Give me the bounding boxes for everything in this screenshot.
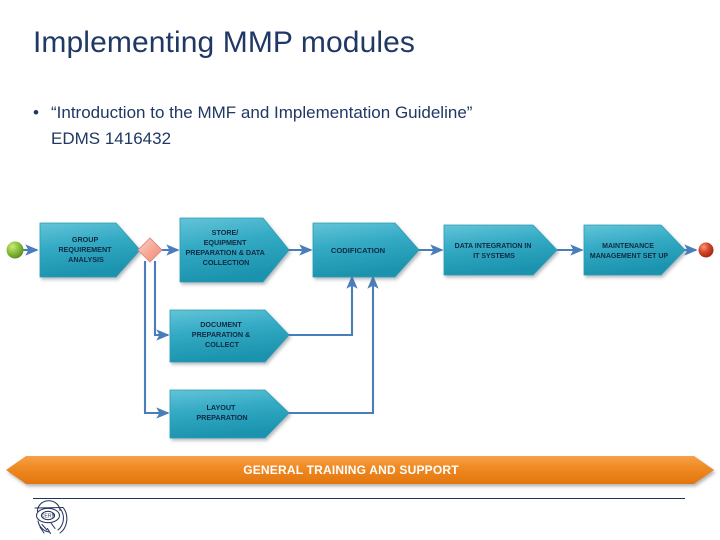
chevron-shape: [443, 224, 558, 276]
banner-shape: [6, 456, 714, 484]
node-decision-point[interactable]: [137, 237, 163, 263]
bullet-text: “Introduction to the MMF and Implementat…: [51, 100, 683, 152]
edge-decision-to-document-preparation: [153, 261, 170, 341]
end-marker: [698, 242, 714, 258]
node-codification[interactable]: CODIFICATION: [312, 222, 420, 278]
node-label: MAINTENANCE MANAGEMENT SET UP: [590, 243, 669, 260]
node-store-equipment-preparation[interactable]: STORE/ EQUIPMENT PREPARATION & DATA COLL…: [179, 217, 290, 283]
bullet-marker: •: [33, 103, 39, 122]
node-label: DATA INTEGRATION IN IT SYSTEMS: [455, 243, 534, 260]
node-data-integration-it-systems[interactable]: DATA INTEGRATION IN IT SYSTEMS: [443, 224, 558, 276]
edge-layout-preparation-to-codification: [288, 275, 379, 415]
cern-logo: CERN: [34, 500, 68, 535]
footer-divider: [33, 498, 685, 499]
node-label: GROUP REQUIREMENT ANALYSIS: [58, 235, 113, 264]
chevron-shape: [312, 222, 420, 278]
connector-layer: [23, 244, 698, 419]
chevron-shape: [169, 389, 290, 439]
chevron-shape: [39, 222, 141, 278]
cern-wordmark: CERN: [41, 514, 56, 520]
banner-label: GENERAL TRAINING AND SUPPORT: [243, 463, 459, 477]
node-layout-preparation[interactable]: LAYOUT PREPARATION: [169, 389, 290, 439]
page-title: Implementing MMP modules: [33, 26, 415, 59]
node-label: CODIFICATION: [331, 246, 385, 255]
edge-decision-to-layout-preparation: [143, 261, 170, 419]
node-document-preparation-collect[interactable]: DOCUMENT PREPARATION & COLLECT: [169, 309, 290, 363]
diamond-shape: [137, 237, 163, 263]
node-label: DOCUMENT PREPARATION & COLLECT: [192, 320, 252, 349]
chevron-shape: [179, 217, 290, 283]
start-marker: [6, 241, 24, 259]
bullet-line-2: EDMS 1416432: [51, 129, 172, 148]
chevron-shape: [169, 309, 290, 363]
node-label: STORE/ EQUIPMENT PREPARATION & DATA COLL…: [185, 228, 266, 267]
edge-document-preparation-to-codification: [288, 275, 358, 337]
node-label: LAYOUT PREPARATION: [196, 403, 247, 422]
process-flow-diagram: GROUP REQUIREMENT ANALYSIS STORE/ EQUIPM…: [6, 217, 714, 439]
node-group-requirement-analysis[interactable]: GROUP REQUIREMENT ANALYSIS: [39, 222, 141, 278]
general-training-support-banner[interactable]: GENERAL TRAINING AND SUPPORT: [0, 452, 720, 498]
bullet-list: • “Introduction to the MMF and Implement…: [33, 100, 683, 152]
bullet-line-1: “Introduction to the MMF and Implementat…: [51, 103, 473, 122]
node-maintenance-management-setup[interactable]: MAINTENANCE MANAGEMENT SET UP: [583, 224, 686, 276]
chevron-shape: [583, 224, 686, 276]
list-item: • “Introduction to the MMF and Implement…: [33, 100, 683, 152]
